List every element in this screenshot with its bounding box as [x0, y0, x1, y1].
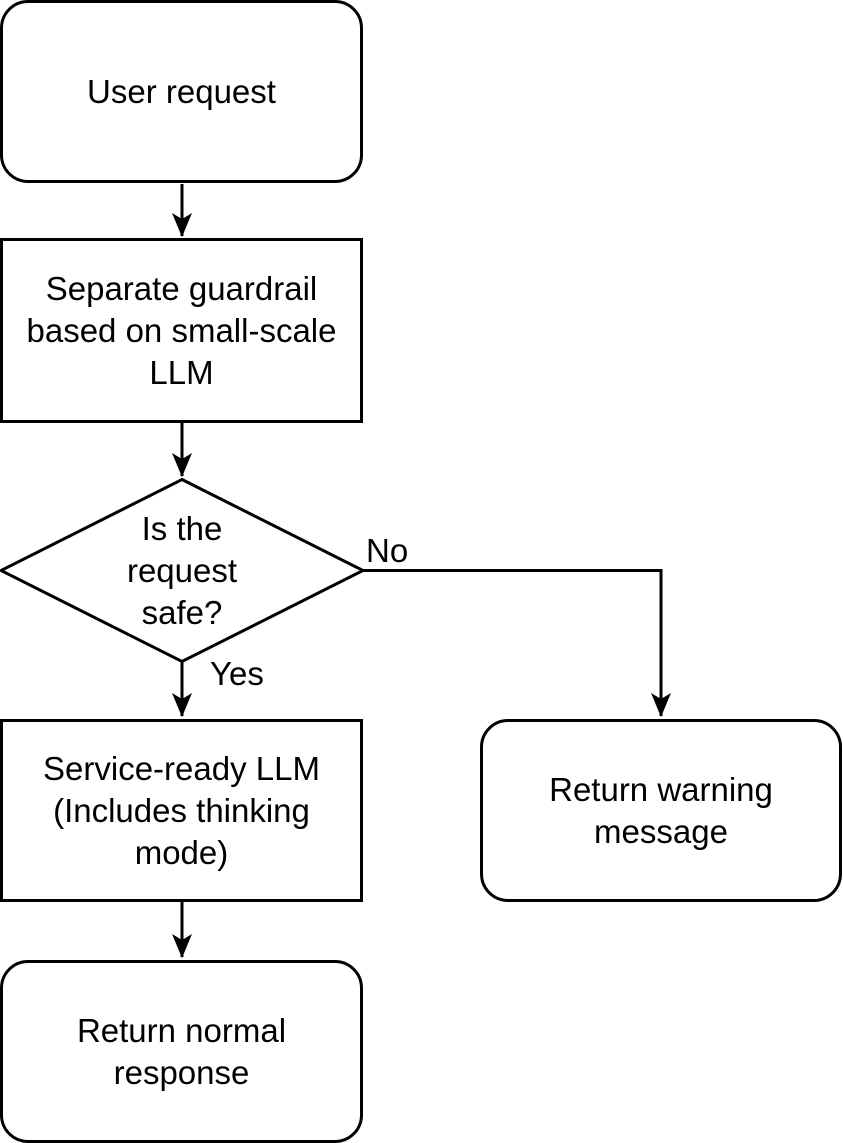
node-decision-label-container: Is the request safe?: [92, 507, 272, 634]
node-warning-label: Return warning message: [549, 770, 773, 850]
node-service-llm-label: Service-ready LLM (Includes thinking mod…: [43, 749, 320, 871]
node-guardrail: Separate guardrail based on small-scale …: [0, 238, 363, 423]
node-guardrail-label: Separate guardrail based on small-scale …: [26, 269, 337, 391]
node-normal-response: Return normal response: [0, 960, 363, 1143]
node-service-llm: Service-ready LLM (Includes thinking mod…: [0, 719, 363, 902]
node-normal-response-label: Return normal response: [76, 1011, 287, 1091]
node-warning: Return warning message: [480, 719, 842, 902]
node-user-request: User request: [0, 0, 363, 183]
edge-label-no: No: [366, 532, 409, 569]
node-user-request-label: User request: [87, 72, 276, 110]
edge-decision-no-to-warning: [362, 569, 671, 717]
node-decision-label: Is the request safe?: [126, 509, 238, 631]
edge-label-yes: Yes: [210, 655, 264, 692]
decision-diamond-shape: [0, 477, 367, 664]
